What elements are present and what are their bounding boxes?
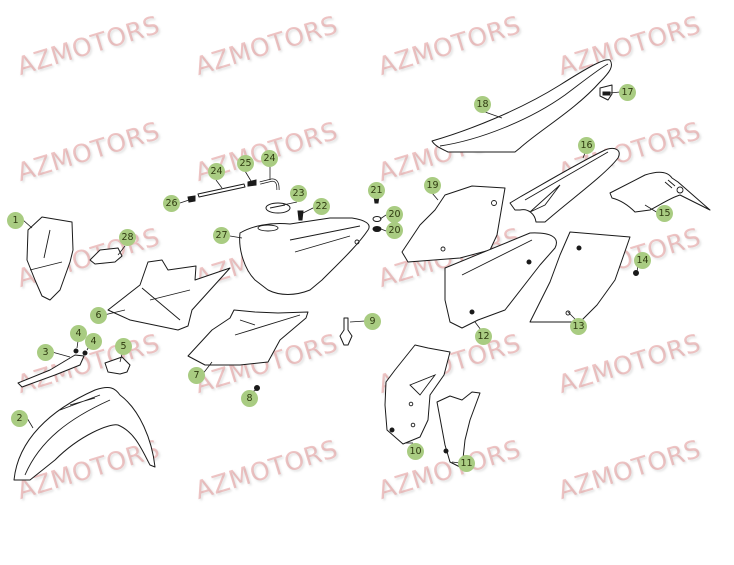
bolt-part[interactable] [82,350,88,356]
rear-side-panel-part[interactable] [609,171,711,213]
leader-lines [22,91,659,464]
callout-24[interactable]: 24 [261,150,278,167]
callout-22[interactable]: 22 [313,198,330,215]
callout-8[interactable]: 8 [241,390,258,407]
number-plate-strap-part[interactable] [89,247,123,265]
fastener-part[interactable] [339,317,353,346]
callout-1[interactable]: 1 [7,212,24,229]
callout-6[interactable]: 6 [90,307,107,324]
callout-20[interactable]: 20 [386,206,403,223]
frame-guard-left-part[interactable] [384,344,451,445]
frame-guard-right-part[interactable] [436,391,481,469]
callout-23[interactable]: 23 [290,185,307,202]
callout-21[interactable]: 21 [368,182,385,199]
callout-4[interactable]: 4 [70,325,87,342]
callout-13[interactable]: 13 [570,318,587,335]
washer-part[interactable] [372,216,382,222]
callout-10[interactable]: 10 [407,443,424,460]
bolt-part[interactable] [633,270,639,276]
bolt-part[interactable] [254,385,260,391]
callout-7[interactable]: 7 [188,367,205,384]
shroud-part[interactable] [444,232,557,329]
callout-20[interactable]: 20 [386,222,403,239]
callout-27[interactable]: 27 [213,227,230,244]
callout-2[interactable]: 2 [11,410,28,427]
breather-hose-part[interactable] [197,183,246,198]
callout-4[interactable]: 4 [85,333,102,350]
front-fender-part[interactable] [13,387,156,481]
side-panel-left-part[interactable] [401,185,506,263]
seat-clip-part[interactable] [599,84,613,101]
callout-24[interactable]: 24 [208,163,225,180]
callout-11[interactable]: 11 [458,455,475,472]
callout-14[interactable]: 14 [634,252,651,269]
front-side-panel-part[interactable] [187,309,309,366]
callout-17[interactable]: 17 [619,84,636,101]
rear-fender-part[interactable] [509,147,620,223]
hose-fitting-part[interactable] [247,179,257,187]
nut-part[interactable] [372,226,382,232]
callout-26[interactable]: 26 [163,195,180,212]
callout-19[interactable]: 19 [424,177,441,194]
callout-18[interactable]: 18 [474,96,491,113]
fork-guard-bracket-part[interactable] [104,356,131,375]
fuel-tank-part[interactable] [239,217,370,295]
callout-3[interactable]: 3 [37,344,54,361]
valve-part[interactable] [187,195,196,203]
callout-15[interactable]: 15 [656,205,673,222]
callout-9[interactable]: 9 [364,313,381,330]
callout-12[interactable]: 12 [475,328,492,345]
bolt-part[interactable] [73,348,79,354]
fork-guard-part[interactable] [17,354,85,388]
front-number-plate-part[interactable] [26,216,74,301]
seat-part[interactable] [431,59,613,153]
screw-part[interactable] [297,210,304,221]
fuel-cap-part[interactable] [265,202,291,214]
air-scoop-part[interactable] [107,259,231,331]
callout-28[interactable]: 28 [119,229,136,246]
callout-25[interactable]: 25 [237,155,254,172]
callout-16[interactable]: 16 [578,137,595,154]
callout-5[interactable]: 5 [115,338,132,355]
